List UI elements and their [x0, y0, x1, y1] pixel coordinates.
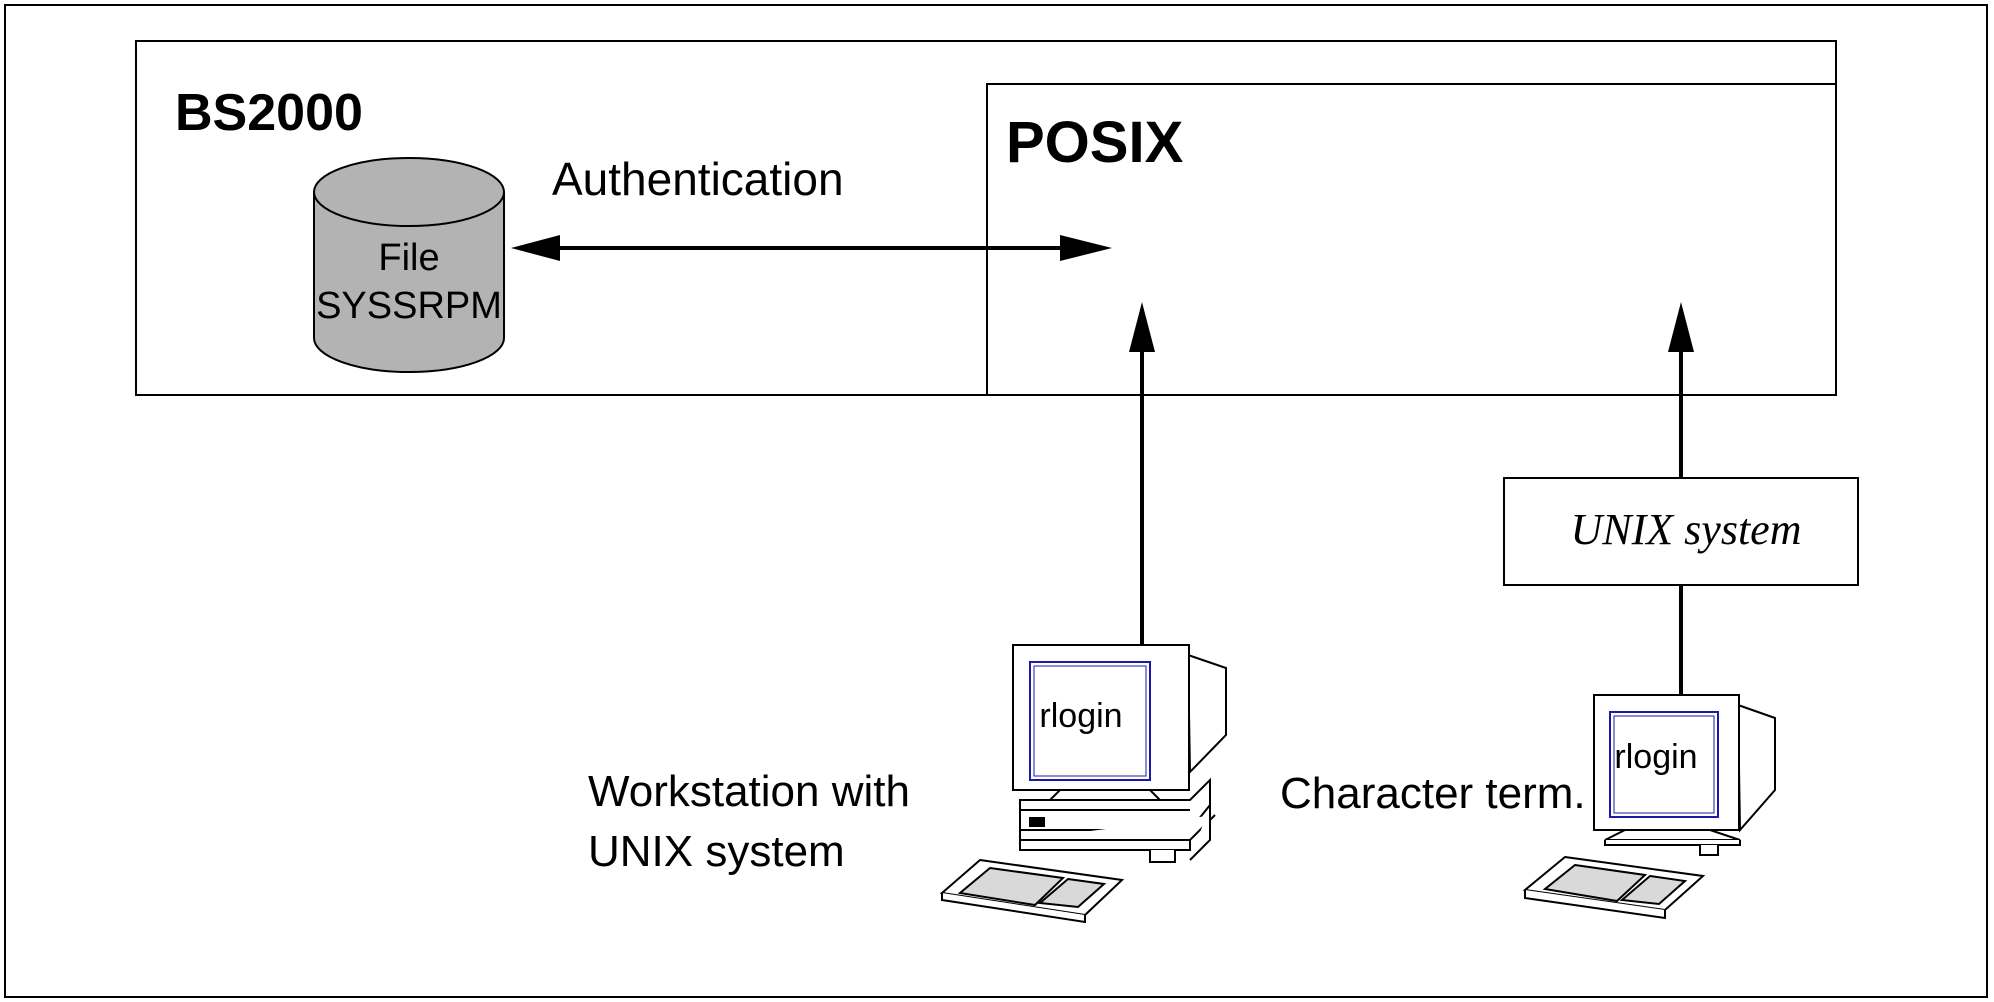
- bs2000-label: BS2000: [175, 84, 363, 142]
- syssrpm-label: SYSSRPM: [316, 285, 502, 327]
- terminal-screen: [1609, 711, 1719, 818]
- workstation-label-line2: UNIX system: [588, 827, 845, 876]
- unix-system-box-label: UNIX system: [1571, 505, 1802, 554]
- character-terminal-icon: rlogin: [1593, 694, 1776, 856]
- posix-label: POSIX: [1006, 110, 1184, 175]
- character-term-label: Character term.: [1280, 769, 1586, 818]
- authentication-label: Authentication: [552, 153, 844, 205]
- authentication-arrow: [511, 235, 1112, 261]
- posix-box: [986, 83, 1837, 396]
- rlogin-workstation-label: rlogin: [1039, 697, 1122, 735]
- keyboard-icon: [1522, 855, 1706, 920]
- database-cylinder-icon: File SYSSRPM: [313, 157, 505, 373]
- disk-drive-slot: [1029, 817, 1045, 827]
- keyboard-icon: [939, 858, 1125, 924]
- workstation-screen: [1029, 661, 1151, 781]
- unix-system-box: [1503, 477, 1859, 586]
- outer-frame: [4, 4, 1988, 998]
- rlogin-terminal-label: rlogin: [1614, 738, 1697, 776]
- workstation-computer-icon: rlogin: [1012, 644, 1227, 863]
- workstation-label-line1: Workstation with: [588, 767, 910, 816]
- workstation-to-posix-arrow: [1129, 302, 1155, 650]
- file-label: File: [378, 237, 439, 279]
- unix-system-to-posix-arrow: [1668, 302, 1694, 478]
